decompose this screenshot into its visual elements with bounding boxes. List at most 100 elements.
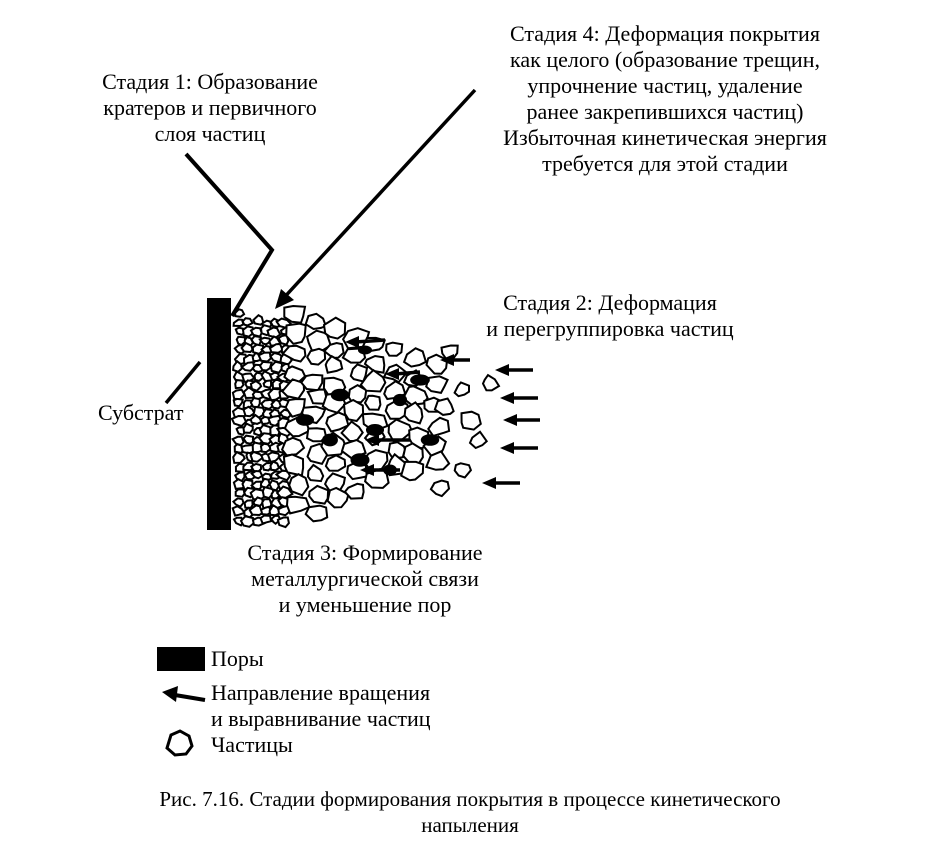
particle bbox=[359, 368, 387, 393]
particle bbox=[453, 381, 470, 398]
pore bbox=[392, 393, 408, 407]
direction-arrow bbox=[482, 477, 520, 489]
particle bbox=[242, 422, 254, 434]
particle bbox=[232, 318, 245, 328]
particle bbox=[234, 308, 246, 318]
particle bbox=[282, 453, 305, 477]
pore bbox=[330, 388, 350, 402]
particle bbox=[403, 401, 424, 425]
legend-particles-label: Частицы bbox=[211, 732, 293, 757]
particle bbox=[252, 313, 265, 326]
particle bbox=[262, 379, 273, 389]
figure-caption: Рис. 7.16. Стадии формирования покрытия … bbox=[159, 787, 781, 837]
particle bbox=[259, 442, 273, 454]
coating-layer bbox=[230, 304, 540, 529]
particle bbox=[249, 450, 265, 463]
particle bbox=[269, 514, 282, 525]
particle bbox=[285, 495, 311, 515]
direction-arrow bbox=[345, 336, 386, 348]
particle bbox=[343, 482, 365, 500]
direction-arrow bbox=[495, 364, 533, 376]
particle bbox=[231, 497, 245, 508]
particle bbox=[402, 347, 428, 368]
particle bbox=[284, 397, 306, 418]
stage2-label: Стадия 2: Деформация и перегруппировка ч… bbox=[486, 290, 734, 341]
direction-arrow bbox=[360, 464, 400, 476]
substrate-pointer bbox=[164, 360, 202, 405]
particle bbox=[308, 484, 330, 505]
particle bbox=[249, 413, 263, 425]
particle bbox=[280, 436, 306, 457]
particle bbox=[248, 504, 264, 517]
particle bbox=[460, 410, 482, 431]
particle bbox=[230, 414, 248, 428]
pore bbox=[410, 374, 430, 386]
particle bbox=[324, 454, 347, 472]
particle bbox=[300, 405, 327, 425]
particle bbox=[401, 385, 429, 406]
particle bbox=[481, 373, 501, 392]
particle bbox=[239, 361, 256, 372]
particle bbox=[453, 462, 473, 479]
legend-pores-label: Поры bbox=[211, 646, 264, 671]
particle bbox=[400, 460, 425, 482]
particle bbox=[258, 360, 273, 372]
particle bbox=[249, 379, 263, 392]
particle bbox=[268, 342, 284, 354]
stage4-label: Стадия 4: Деформация покрытия как целого… bbox=[503, 21, 827, 176]
pore bbox=[357, 345, 373, 355]
direction-arrow bbox=[365, 434, 410, 446]
particle bbox=[424, 450, 451, 471]
particle bbox=[250, 469, 264, 480]
legend-direction-label: Направление вращения и выравнивание част… bbox=[211, 680, 431, 731]
particle bbox=[342, 398, 365, 423]
particle bbox=[300, 373, 324, 392]
particle bbox=[385, 341, 404, 357]
direction-arrow bbox=[500, 392, 538, 404]
particle bbox=[242, 434, 254, 445]
substrate-label: Субстрат bbox=[98, 400, 184, 425]
particle bbox=[325, 411, 350, 433]
particle bbox=[322, 341, 345, 360]
particle bbox=[243, 499, 254, 509]
particle bbox=[234, 488, 246, 498]
particle bbox=[305, 427, 328, 443]
particle bbox=[259, 514, 273, 525]
particle bbox=[425, 353, 449, 375]
particle bbox=[266, 451, 282, 463]
stage4-pointer-head bbox=[275, 289, 294, 309]
direction-arrow bbox=[503, 414, 540, 426]
particle bbox=[240, 341, 254, 354]
particle bbox=[232, 450, 246, 464]
particle bbox=[258, 336, 273, 346]
particle bbox=[239, 515, 256, 528]
particle bbox=[231, 505, 247, 517]
particle bbox=[242, 405, 256, 418]
stage1-label: Стадия 1: Образование кратеров и первичн… bbox=[102, 69, 318, 146]
particle bbox=[259, 505, 273, 516]
particle bbox=[363, 354, 386, 374]
particle bbox=[433, 397, 455, 416]
particle bbox=[241, 317, 255, 327]
particle bbox=[288, 473, 310, 497]
substrate-bar bbox=[207, 298, 231, 530]
particle bbox=[231, 388, 246, 401]
pore bbox=[350, 453, 370, 467]
particle bbox=[257, 351, 272, 363]
particle bbox=[306, 463, 325, 483]
particle bbox=[322, 316, 347, 340]
particle bbox=[234, 379, 245, 390]
particle bbox=[304, 504, 329, 523]
particle bbox=[281, 344, 307, 363]
particle bbox=[468, 430, 489, 450]
stage1-pointer bbox=[184, 152, 275, 318]
particle bbox=[276, 516, 290, 529]
pore bbox=[365, 424, 385, 436]
direction-arrow bbox=[385, 368, 421, 380]
stage3-label: Стадия 3: Формирование металлургической … bbox=[247, 540, 483, 617]
direction-arrow bbox=[500, 442, 538, 454]
legend-arrow-icon bbox=[162, 686, 206, 702]
stage4-pointer bbox=[278, 88, 477, 304]
pore bbox=[420, 434, 440, 446]
